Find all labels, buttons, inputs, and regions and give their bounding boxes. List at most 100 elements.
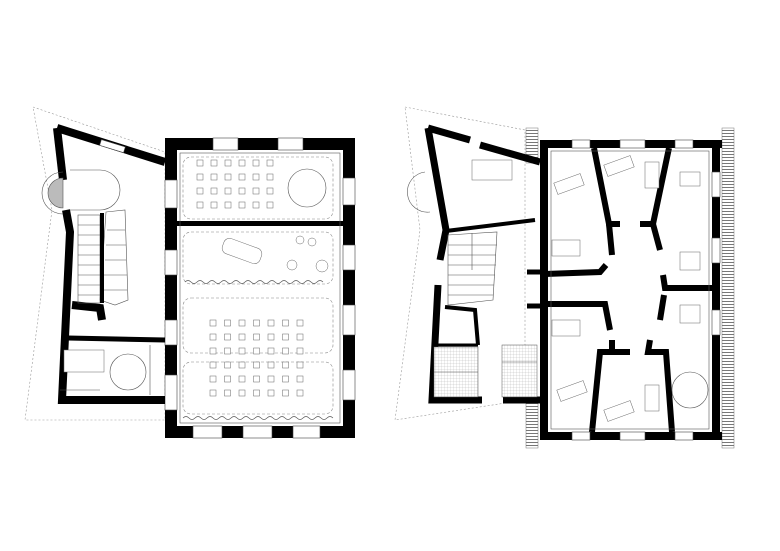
chair-icon (210, 159, 218, 167)
hall-inner-line (179, 152, 341, 424)
chair-icon (238, 361, 246, 369)
hall-windows (164, 137, 356, 439)
wing-walls (424, 124, 541, 404)
chair-icon (238, 375, 246, 383)
chair-icon (238, 319, 246, 327)
chair-icon (253, 319, 260, 327)
chairs-top-room (196, 159, 274, 209)
chair-icon (266, 159, 274, 167)
chair-icon (282, 361, 289, 369)
chair-icon (296, 333, 304, 341)
chair-icon (282, 319, 289, 327)
chair-icon (210, 187, 218, 195)
grand-piano-icon (221, 238, 263, 264)
music-stand (295, 235, 305, 245)
upper-floor-plan (394, 106, 735, 449)
chair-icon (224, 201, 232, 209)
office-inner-line (550, 150, 710, 430)
chair-icon (238, 173, 246, 181)
music-stand (286, 259, 298, 271)
chair-icon (252, 201, 260, 209)
chair-icon (224, 347, 231, 355)
chair-icon (282, 389, 289, 397)
bay-outline (41, 171, 64, 215)
ground-floor-plan (24, 106, 356, 439)
chair-icon (196, 201, 204, 209)
chair-icon (209, 319, 217, 327)
chair-icon (196, 187, 204, 195)
chair-icon (238, 347, 246, 355)
music-stand (315, 259, 329, 273)
chair-icon (267, 319, 275, 327)
chair-icon (224, 319, 231, 327)
bathroom-tiles (433, 344, 538, 398)
chair-icon (267, 361, 275, 369)
chair-icon (267, 375, 275, 383)
chair-icon (296, 361, 304, 369)
staircase (447, 231, 498, 306)
chair-icon (253, 375, 260, 383)
chair-icon (266, 201, 274, 209)
chair-icon (252, 159, 260, 167)
room-music (182, 231, 334, 285)
chair-icon (224, 375, 231, 383)
office-partitions (544, 147, 712, 433)
chair-icon (267, 347, 275, 355)
room-assembly-1 (182, 297, 334, 354)
chair-icon (238, 201, 246, 209)
curtain (184, 280, 324, 284)
chair-icon (296, 347, 304, 355)
meeting-room (60, 345, 151, 395)
chair-icon (266, 187, 274, 195)
chairs-hall (209, 319, 304, 397)
chair-icon (196, 159, 204, 167)
room-classroom-top (182, 156, 334, 220)
chair-icon (209, 347, 217, 355)
chair-icon (282, 347, 289, 355)
chair-icon (224, 173, 232, 181)
chair-icon (224, 187, 232, 195)
wing-window (99, 139, 126, 154)
chair-icon (209, 333, 217, 341)
chair-icon (282, 375, 289, 383)
chair-icon (252, 187, 260, 195)
chair-icon (238, 159, 246, 167)
roof-hatch (721, 127, 735, 449)
room-assembly-2 (182, 361, 334, 415)
chair-icon (224, 159, 232, 167)
chair-icon (296, 319, 304, 327)
chair-icon (267, 333, 275, 341)
chair-icon (296, 389, 304, 397)
round-table (287, 168, 327, 208)
chair-icon (238, 333, 246, 341)
chair-icon (252, 173, 260, 181)
chair-icon (253, 389, 260, 397)
office-windows (571, 139, 721, 441)
chair-icon (282, 333, 289, 341)
chair-icon (209, 389, 217, 397)
bay-outline (407, 171, 431, 213)
chair-icon (210, 201, 218, 209)
roof-hatch (525, 402, 539, 449)
music-stand (307, 237, 317, 247)
chair-icon (238, 187, 246, 195)
chair-icon (210, 173, 218, 181)
hall-walls (165, 138, 355, 438)
chair-icon (266, 173, 274, 181)
chair-icon (224, 333, 231, 341)
chair-icon (267, 389, 275, 397)
bay-window (47, 177, 64, 209)
chair-icon (224, 389, 231, 397)
chair-icon (209, 375, 217, 383)
stair-wall (100, 213, 104, 303)
curtain (182, 416, 334, 420)
entrance-canopy (70, 169, 121, 211)
chair-icon (296, 375, 304, 383)
chair-icon (224, 361, 231, 369)
office-desks (471, 155, 709, 422)
chair-icon (253, 347, 260, 355)
chair-icon (196, 173, 204, 181)
chair-icon (253, 333, 260, 341)
chair-icon (238, 389, 246, 397)
chair-icon (253, 361, 260, 369)
